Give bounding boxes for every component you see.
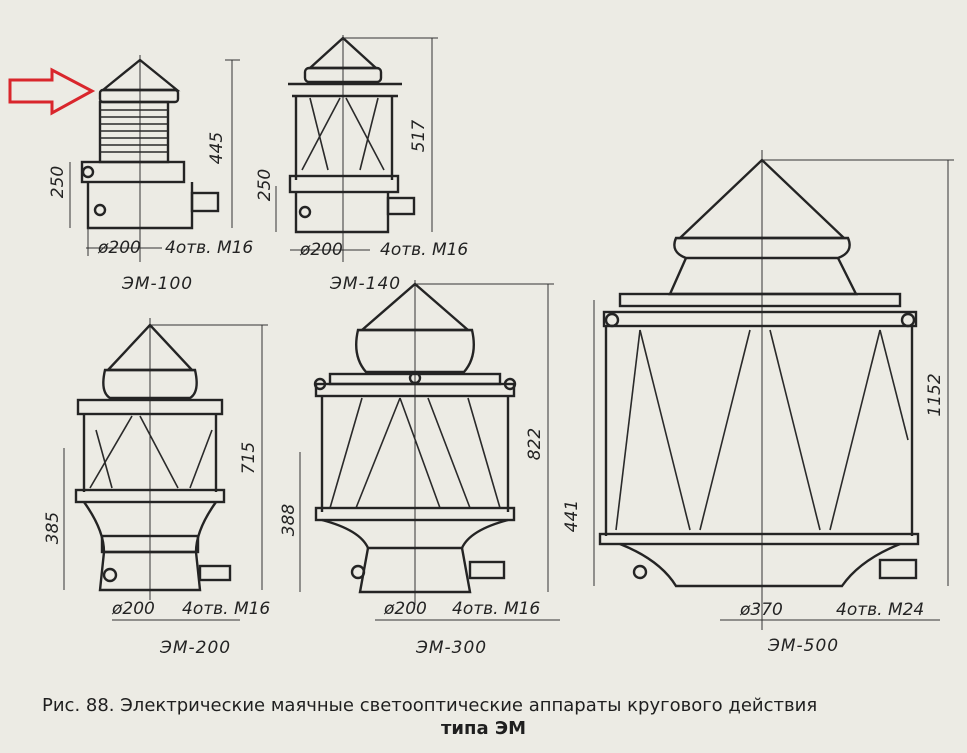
- em300-holes: 4отв. М16: [452, 599, 540, 619]
- em200-model-label: ЭМ-200: [159, 638, 231, 658]
- em500-height-base: 441: [562, 500, 582, 532]
- em200-diameter: ø200: [111, 599, 155, 619]
- em100-height-total: 445: [207, 132, 227, 164]
- em200-holes: 4отв. М16: [182, 599, 270, 619]
- device-em500: [593, 150, 954, 630]
- em140-holes: 4отв. М16: [380, 240, 468, 260]
- em500-model-label: ЭМ-500: [767, 636, 839, 656]
- em200-height-base: 385: [43, 512, 63, 544]
- figure-caption-line2: типа ЭМ: [441, 718, 526, 739]
- em300-model-label: ЭМ-300: [415, 638, 487, 658]
- em100-holes: 4отв. М16: [165, 238, 253, 258]
- em500-diameter: ø370: [739, 600, 783, 620]
- em100-diameter: ø200: [97, 238, 141, 258]
- em500-height-total: 1152: [925, 373, 945, 416]
- device-em140: [275, 35, 438, 262]
- em140-model-label: ЭМ-140: [329, 274, 401, 294]
- em300-height-total: 822: [525, 428, 545, 460]
- figure-caption-line1: Рис. 88. Электрические маячные светоопти…: [42, 695, 817, 716]
- em100-model-label: ЭМ-100: [121, 274, 193, 294]
- device-em200: [63, 318, 268, 621]
- em200-height-total: 715: [239, 442, 259, 474]
- em100-height-base: 250: [48, 166, 68, 198]
- device-em300: [299, 280, 560, 621]
- em140-height-total: 517: [409, 120, 429, 153]
- device-em100: [69, 55, 240, 262]
- em500-holes: 4отв. М24: [836, 600, 924, 620]
- em140-height-base: 250: [255, 169, 275, 201]
- em300-diameter: ø200: [383, 599, 427, 619]
- red-arrow-outline-icon: [8, 67, 96, 116]
- em140-diameter: ø200: [299, 240, 343, 260]
- em300-height-base: 388: [279, 504, 299, 537]
